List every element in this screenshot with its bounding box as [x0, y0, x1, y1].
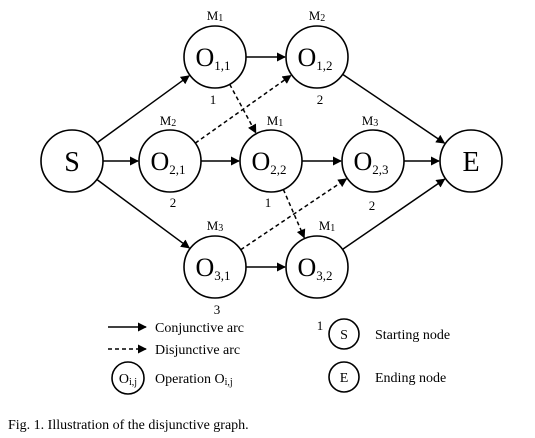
- machine-label-o11: M1: [207, 8, 224, 24]
- node-letter: O: [195, 43, 214, 72]
- machine-letter: M: [309, 8, 321, 23]
- node-circle-o12: [285, 25, 349, 89]
- disjunctive-arc-o31-o23: [240, 178, 348, 251]
- processing-time-o31: 3: [214, 302, 221, 317]
- processing-time-o11: 1: [210, 92, 217, 107]
- node-subscript: 1,1: [214, 58, 230, 73]
- legend-start-node-letter: S: [340, 328, 348, 343]
- machine-letter: M: [207, 8, 219, 23]
- node-letter: O: [251, 147, 270, 176]
- legend-end-node: [328, 361, 360, 393]
- processing-time-o22: 1: [265, 195, 272, 210]
- machine-letter: M: [362, 113, 374, 128]
- conjunctive-arc-s-o31: [96, 178, 191, 249]
- legend-conjunctive-label: Conjunctive arc: [155, 321, 244, 336]
- node-circle-s: [40, 129, 104, 193]
- legend-operation-node-text: Oi,j: [119, 372, 137, 388]
- node-subscript: 1,2: [316, 58, 332, 73]
- conjunctive-arc-o32-e: [342, 178, 446, 251]
- figure-caption: Fig. 1. Illustration of the disjunctive …: [8, 418, 249, 433]
- node-label-o12: O1,2: [297, 43, 332, 73]
- machine-label-o32: M1: [319, 218, 336, 234]
- machine-label-o31: M3: [207, 218, 224, 234]
- node-label-o32: O3,2: [297, 253, 332, 283]
- arcs-layer: [96, 52, 446, 272]
- machine-letter: M: [319, 218, 331, 233]
- node-circle-o22: [239, 129, 303, 193]
- processing-time-o21: 2: [170, 195, 177, 210]
- node-subscript: 3,2: [316, 268, 332, 283]
- node-label-e: E: [462, 147, 479, 178]
- node-label-o23: O2,3: [353, 147, 388, 177]
- node-subscript: 2,3: [372, 162, 388, 177]
- legend-op-text: Operation O: [155, 372, 225, 387]
- node-label-o22: O2,2: [251, 147, 286, 177]
- legend-op-node-sub: i,j: [129, 377, 137, 388]
- node-circle-o11: [183, 25, 247, 89]
- node-circle-o31: [183, 235, 247, 299]
- node-subscript: 2,1: [169, 162, 185, 177]
- node-letter: O: [297, 253, 316, 282]
- conjunctive-arc-o12-e: [342, 73, 446, 144]
- node-circle-e: [439, 129, 503, 193]
- legend-start-node: [328, 318, 360, 350]
- machine-letter: M: [160, 113, 172, 128]
- processing-time-o32: 1: [317, 318, 324, 333]
- legend-operation-label: Operation Oi,j: [155, 372, 233, 388]
- legend-op-text-sub: i,j: [225, 377, 233, 388]
- machine-index: 2: [171, 118, 176, 129]
- node-label-o21: O2,1: [150, 147, 185, 177]
- machine-letter: M: [267, 113, 279, 128]
- machine-index: 3: [373, 118, 378, 129]
- machine-label-o21: M2: [160, 113, 177, 129]
- disjunctive-arc-o21-o12: [194, 74, 292, 144]
- node-letter: O: [195, 253, 214, 282]
- processing-time-o12: 2: [317, 92, 324, 107]
- node-label-s: S: [64, 147, 80, 178]
- legend-start-label: Starting node: [375, 328, 450, 343]
- machine-label-o22: M1: [267, 113, 284, 129]
- machine-index: 1: [218, 13, 223, 24]
- node-circle-o32: [285, 235, 349, 299]
- node-label-o31: O3,1: [195, 253, 230, 283]
- legend-end-label: Ending node: [375, 371, 446, 386]
- node-o23: O2,3 M3 2: [341, 113, 405, 213]
- machine-index: 1: [330, 223, 335, 234]
- disjunctive-arc-o11-o22: [229, 83, 257, 134]
- legend-disjunctive-label: Disjunctive arc: [155, 343, 240, 358]
- legend-end-node-letter: E: [340, 371, 349, 386]
- legend: Conjunctive arc Disjunctive arc Oi,j Ope…: [108, 318, 450, 395]
- node-label-o11: O1,1: [195, 43, 230, 73]
- machine-label-o23: M3: [362, 113, 379, 129]
- machine-index: 3: [218, 223, 223, 234]
- node-e: E: [439, 129, 503, 193]
- machine-index: 2: [320, 13, 325, 24]
- machine-index: 1: [278, 118, 283, 129]
- node-subscript: 2,2: [270, 162, 286, 177]
- legend-operation-node: [111, 361, 145, 395]
- node-s: S: [40, 129, 104, 193]
- node-circle-o21: [138, 129, 202, 193]
- conjunctive-arc-s-o11: [96, 75, 190, 144]
- node-subscript: 3,1: [214, 268, 230, 283]
- node-letter: O: [297, 43, 316, 72]
- legend-op-node-letter: O: [119, 372, 129, 387]
- machine-label-o12: M2: [309, 8, 326, 24]
- processing-time-o23: 2: [369, 198, 376, 213]
- node-letter: O: [150, 147, 169, 176]
- node-circle-o23: [341, 129, 405, 193]
- disjunctive-arc-o22-o32: [282, 189, 306, 239]
- machine-letter: M: [207, 218, 219, 233]
- node-letter: O: [353, 147, 372, 176]
